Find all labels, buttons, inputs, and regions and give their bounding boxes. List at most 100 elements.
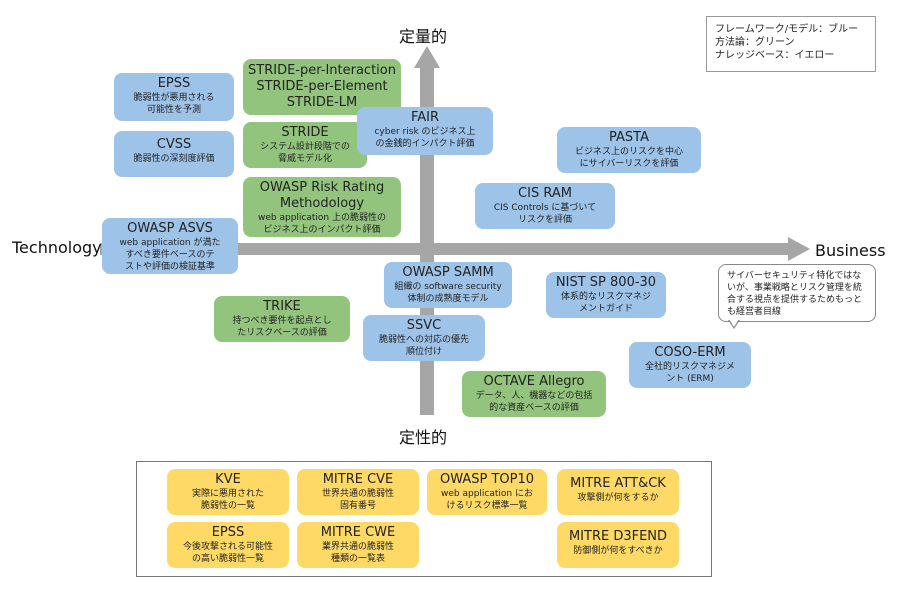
node-ssvc: SSVC 脆弱性への対応の優先 順位付け [363, 315, 485, 361]
node-title: OWASP SAMM [402, 265, 494, 280]
node-epss: EPSS 脆弱性が悪用される 可能性を予測 [114, 73, 234, 121]
node-desc: リスクを評価 [517, 215, 572, 225]
node-title: NIST SP 800-30 [555, 275, 657, 290]
kb-title: EPSS [211, 525, 245, 540]
node-desc: すべき要件ベースのテ [125, 250, 215, 260]
node-title: CIS RAM [518, 186, 572, 201]
kb-mitre-attack: MITRE ATT&CK 攻撃側が何をするか [557, 469, 679, 515]
kb-title: MITRE D3FEND [568, 529, 668, 544]
node-line: STRIDE-LM [286, 95, 358, 110]
kb-desc: 脆弱性の一覧 [200, 501, 255, 511]
node-fair: FAIR cyber risk のビジネス上 の金銭的インパクト評価 [357, 107, 493, 155]
node-title: CVSS [156, 137, 192, 152]
node-coso-erm: COSO-ERM 全社的リスクマネジメ ント (ERM) [629, 342, 751, 388]
node-desc: メントガイド [578, 304, 633, 314]
axis-arrow-up-icon [414, 46, 440, 68]
node-owasp-samm: OWASP SAMM 組織の software security 体制の成熟度モ… [384, 262, 512, 308]
axis-label-left: Technology [12, 238, 102, 257]
callout-bubble: サイバーセキュリティ特化ではないが、事業戦略とリスク管理を統合する視点を提供する… [718, 264, 876, 322]
kb-mitre-cwe: MITRE CWE 業界共通の脆弱性 種類の一覧表 [297, 522, 419, 568]
node-desc: ビジネス上のリスクを中心 [574, 147, 683, 157]
node-desc: 的な資産ベースの評価 [489, 403, 579, 413]
node-desc: 順位付け [405, 347, 442, 357]
node-cvss: CVSS 脆弱性の深刻度評価 [114, 131, 234, 177]
node-owasp-risk-rating: OWASP Risk Rating Methodology web applic… [243, 177, 401, 237]
node-owasp-asvs: OWASP ASVS web application が満た すべき要件ベースの… [102, 218, 238, 274]
node-title: OWASP ASVS [127, 221, 213, 236]
node-title: STRIDE [281, 125, 329, 140]
node-line: STRIDE-per-Element [256, 79, 388, 94]
legend-framework: フレームワーク/モデル：ブルー [715, 24, 859, 35]
node-title: FAIR [410, 110, 440, 125]
node-desc: 脆弱性の深刻度評価 [133, 154, 215, 164]
kb-title: KVE [215, 472, 241, 487]
node-title: Methodology [279, 196, 365, 211]
axis-label-right: Business [815, 241, 886, 260]
node-desc: cyber risk のビジネス上 [374, 127, 476, 137]
node-line: STRIDE-per-Interaction [248, 63, 396, 78]
legend-methodology: 方法論：グリーン [715, 37, 795, 48]
node-pasta: PASTA ビジネス上のリスクを中心 にサイバーリスクを評価 [557, 127, 701, 173]
node-desc: の金銭的インパクト評価 [375, 139, 475, 149]
node-stride: STRIDE システム設計段階での 脅威モデル化 [243, 122, 367, 168]
node-title: COSO-ERM [654, 345, 726, 360]
node-stride-variants: STRIDE-per-Interaction STRIDE-per-Elemen… [243, 59, 401, 115]
node-cis-ram: CIS RAM CIS Controls に基づいて リスクを評価 [475, 183, 615, 229]
kb-desc: web application にお [441, 489, 533, 499]
node-desc: 体系的なリスクマネジ [560, 292, 651, 302]
kb-owasp-top10: OWASP TOP10 web application にお けるリスク標準一覧 [427, 469, 547, 515]
node-desc: ント (ERM) [666, 374, 714, 384]
kb-kve: KVE 実際に悪用された 脆弱性の一覧 [167, 469, 289, 515]
legend-knowledge-base: ナレッジベース：イエロー [715, 50, 835, 61]
node-title: SSVC [406, 318, 442, 333]
kb-desc: 業界共通の脆弱性 [321, 542, 394, 552]
node-desc: ストや評価の検証基準 [124, 262, 215, 272]
node-desc: ビジネス上のインパクト評価 [263, 225, 381, 235]
node-desc: web application が満た [119, 238, 221, 248]
kb-desc: けるリスク標準一覧 [446, 501, 528, 511]
node-title: EPSS [157, 76, 191, 91]
node-desc: 脅威モデル化 [277, 154, 332, 164]
node-title: TRIKE [263, 299, 301, 314]
node-desc: 全社的リスクマネジメ [644, 362, 735, 372]
kb-desc: 世界共通の脆弱性 [321, 489, 394, 499]
kb-desc: 種類の一覧表 [330, 554, 385, 564]
node-title: OCTAVE Allegro [483, 374, 585, 389]
node-trike: TRIKE 持つべき要件を起点とし たリスクベースの評価 [214, 296, 350, 342]
knowledge-base-frame [136, 461, 712, 577]
node-desc: 可能性を予測 [146, 105, 201, 115]
node-desc: システム設計段階での [260, 142, 350, 152]
kb-title: OWASP TOP10 [439, 472, 535, 487]
horizontal-axis [100, 243, 790, 255]
node-desc: CIS Controls に基づいて [493, 203, 597, 213]
kb-desc: 今後攻撃される可能性 [182, 542, 273, 552]
kb-title: MITRE ATT&CK [570, 476, 666, 491]
node-desc: 脆弱性が悪用される [133, 93, 215, 103]
node-title: OWASP Risk Rating [259, 180, 385, 195]
node-desc: データ、人、機器などの包括 [475, 391, 593, 401]
kb-desc: 実際に悪用された [191, 489, 264, 499]
axis-label-bottom: 定性的 [399, 428, 448, 447]
kb-desc: 固有番号 [339, 501, 376, 511]
kb-desc: 攻撃側が何をするか [577, 493, 659, 503]
node-desc: 組織の software security [394, 282, 502, 292]
node-title: PASTA [609, 130, 649, 145]
kb-desc: 防御側が何をすべきか [573, 546, 663, 556]
kb-title: MITRE CWE [320, 525, 396, 540]
node-desc: web application 上の脆弱性の [258, 213, 386, 223]
kb-mitre-cve: MITRE CVE 世界共通の脆弱性 固有番号 [297, 469, 419, 515]
node-desc: 持つべき要件を起点とし [232, 316, 332, 326]
kb-mitre-d3fend: MITRE D3FEND 防御側が何をすべきか [557, 522, 679, 568]
axis-arrow-right-icon [788, 237, 810, 261]
node-desc: 脆弱性への対応の優先 [378, 335, 469, 345]
node-desc: たリスクベースの評価 [237, 328, 327, 338]
node-desc: 体制の成熟度モデル [407, 294, 489, 304]
node-desc: にサイバーリスクを評価 [579, 159, 679, 169]
node-octave-allegro: OCTAVE Allegro データ、人、機器などの包括 的な資産ベースの評価 [462, 371, 606, 417]
axis-label-top: 定量的 [399, 27, 448, 46]
node-nist-sp-800-30: NIST SP 800-30 体系的なリスクマネジ メントガイド [546, 272, 666, 318]
kb-epss: EPSS 今後攻撃される可能性 の高い脆弱性一覧 [167, 522, 289, 568]
kb-desc: の高い脆弱性一覧 [191, 554, 264, 564]
kb-title: MITRE CVE [322, 472, 394, 487]
legend: フレームワーク/モデル：ブルー 方法論：グリーン ナレッジベース：イエロー [706, 16, 876, 72]
